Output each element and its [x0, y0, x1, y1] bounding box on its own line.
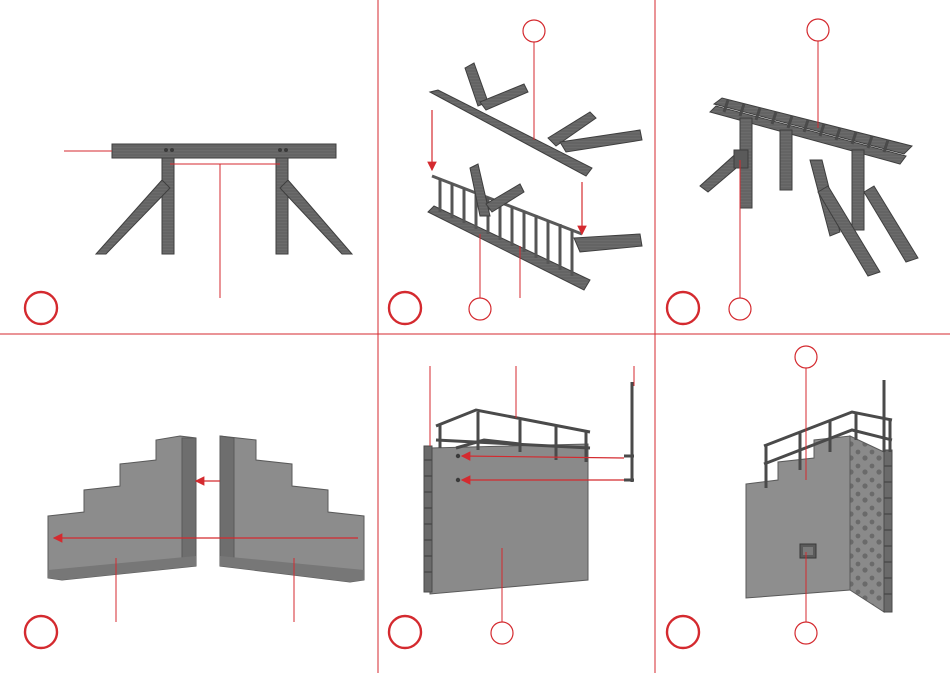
trestle-frame: [96, 144, 352, 254]
step-2-panel: [389, 20, 642, 324]
trestle-with-deck: [700, 98, 918, 276]
callout-circle: [469, 298, 491, 320]
step-number-badge: [25, 616, 57, 648]
right-wall-half: [220, 436, 364, 582]
finished-wall: [746, 380, 892, 612]
step-number-badge: [667, 292, 699, 324]
step-6-panel: [667, 346, 892, 648]
step-number-badge: [667, 616, 699, 648]
callout-circle: [523, 20, 545, 42]
callout-circle: [491, 622, 513, 644]
upper-beam-assembly: [430, 63, 642, 176]
wall-with-railing: [424, 410, 590, 594]
step-number-badge: [389, 292, 421, 324]
step-number-badge: [25, 292, 57, 324]
step-number-badge: [389, 616, 421, 648]
step-1-panel: [25, 144, 352, 324]
callout-circle: [795, 346, 817, 368]
step-5-panel: [389, 366, 634, 648]
ladder-part: [624, 382, 634, 482]
step-3-panel: [667, 19, 918, 324]
step-4-panel: [25, 436, 364, 648]
callout-circle: [729, 298, 751, 320]
lower-deck-assembly: [428, 164, 642, 290]
left-wall-half: [48, 436, 196, 580]
callout-circle: [795, 622, 817, 644]
callout-circle: [807, 19, 829, 41]
